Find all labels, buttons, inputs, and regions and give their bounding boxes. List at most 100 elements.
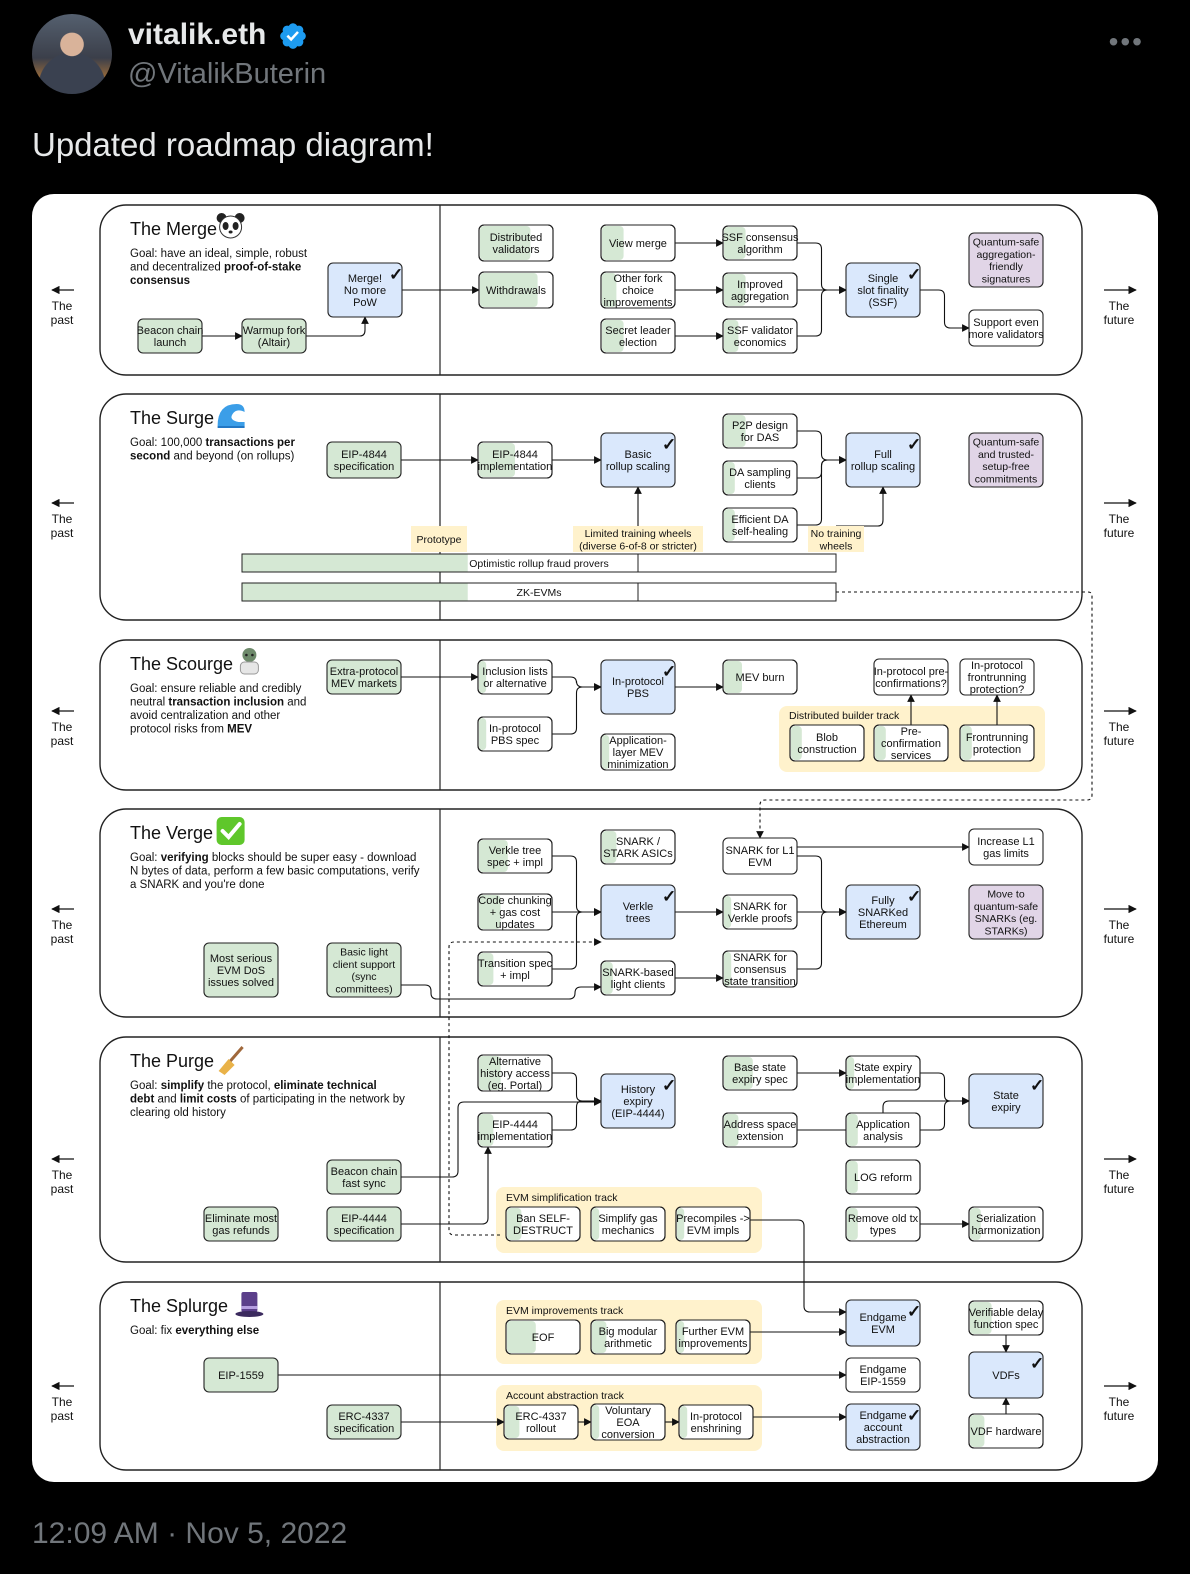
section-goal-line: clearing old history [130,1107,226,1119]
svg-text:Alternative: Alternative [489,1056,541,1068]
svg-text:PoW: PoW [353,297,377,309]
svg-text:Verifiable delay: Verifiable delay [969,1307,1044,1319]
svg-text:Ethereum: Ethereum [859,919,907,931]
svg-text:(eg. Portal): (eg. Portal) [488,1080,542,1092]
svg-text:state transition: state transition [724,976,796,988]
svg-text:SNARK for L1: SNARK for L1 [725,845,794,857]
tweet-timestamp[interactable]: 12:09 AM · Nov 5, 2022 [32,1517,348,1550]
svg-text:Further EVM: Further EVM [682,1326,744,1338]
svg-text:ERC-4337: ERC-4337 [338,1411,389,1423]
svg-text:Pre-: Pre- [901,726,922,738]
svg-text:aggregation: aggregation [731,291,789,303]
svg-text:View merge: View merge [609,238,667,250]
svg-text:self-healing: self-healing [732,526,788,538]
svg-text:issues solved: issues solved [208,977,274,989]
checkmark-icon: ✓ [662,1076,676,1095]
svg-text:commitments: commitments [975,473,1037,485]
svg-text:wheels: wheels [819,540,853,552]
svg-text:fast sync: fast sync [342,1178,386,1190]
roadmap-node-withdrawals: Withdrawals [478,271,554,309]
svg-text:History: History [621,1084,656,1096]
section-goal-line: and decentralized proof-of-stake [130,262,301,274]
svg-text:The: The [52,720,73,734]
svg-text:expiry spec: expiry spec [732,1074,788,1086]
svg-text:EIP-1559: EIP-1559 [218,1370,264,1382]
svg-text:DESTRUCT: DESTRUCT [513,1225,573,1237]
section-title: The Scourge [130,654,233,674]
svg-text:economics: economics [734,337,787,349]
roadmap-node-transition-spec-impl: Transition spec+ impl [477,951,553,987]
svg-text:Endgame: Endgame [859,1312,906,1324]
roadmap-node-mev-burn: MEV burn [722,659,798,695]
author-display-name[interactable]: vitalik.eth [128,18,267,51]
svg-text:(SSF): (SSF) [869,297,898,309]
panda-emoji [216,213,245,239]
svg-text:MEV markets: MEV markets [331,678,398,690]
svg-text:protection: protection [973,744,1021,756]
section-goal-line: neutral transaction inclusion and [130,697,306,709]
svg-text:validators: validators [492,244,540,256]
svg-text:EIP-4844: EIP-4844 [492,449,538,461]
svg-text:election: election [619,337,657,349]
svg-text:The: The [1109,720,1130,734]
svg-text:In-protocol: In-protocol [690,1411,742,1423]
roadmap-node-vdf-hardware: VDF hardware [968,1413,1044,1449]
label-s-l2: Limited training wheels(diverse 6-of-8 o… [573,526,703,552]
svg-text:history access: history access [480,1068,550,1080]
svg-text:In-protocol: In-protocol [612,676,664,688]
section-goal-line: protocol risks from MEV [130,724,252,736]
svg-text:Base state: Base state [734,1062,786,1074]
svg-text:rollup scaling: rollup scaling [851,461,915,473]
svg-text:Eliminate most: Eliminate most [205,1213,277,1225]
svg-text:past: past [51,1182,74,1196]
svg-text:SNARK for: SNARK for [733,952,787,964]
author-handle[interactable]: @VitalikButerin [128,58,327,90]
svg-text:Big modular: Big modular [599,1326,658,1338]
svg-text:past: past [51,313,74,327]
svg-text:enshrining: enshrining [691,1423,742,1435]
svg-text:Improved: Improved [737,279,783,291]
label-s-l1: Prototype [411,526,467,552]
svg-text:expiry: expiry [623,1096,653,1108]
track-title: Distributed builder track [789,710,900,722]
svg-text:Prototype: Prototype [417,534,462,546]
svg-text:future: future [1104,734,1135,748]
zombie-emoji [239,648,259,675]
more-horizontal-icon[interactable]: ••• [1108,26,1144,57]
section-title: The Surge [130,408,214,428]
svg-text:Extra-protocol: Extra-protocol [330,666,398,678]
section-goal-line: Goal: verifying blocks should be super e… [130,852,416,864]
avatar[interactable] [32,14,112,94]
svg-text:Serialization: Serialization [976,1213,1036,1225]
svg-text:setup-free: setup-free [982,461,1029,473]
svg-text:The: The [52,1395,73,1409]
roadmap-node-ban-self-destruct: Ban SELF-DESTRUCT [505,1206,581,1242]
svg-text:Efficient DA: Efficient DA [731,514,789,526]
svg-text:consensus: consensus [734,964,787,976]
checkmark-icon: ✓ [907,435,921,454]
svg-text:SSF consensus: SSF consensus [721,232,799,244]
roadmap-node-view-merge: View merge [600,224,676,262]
svg-text:Most serious: Most serious [210,953,273,965]
svg-text:Full: Full [874,449,892,461]
